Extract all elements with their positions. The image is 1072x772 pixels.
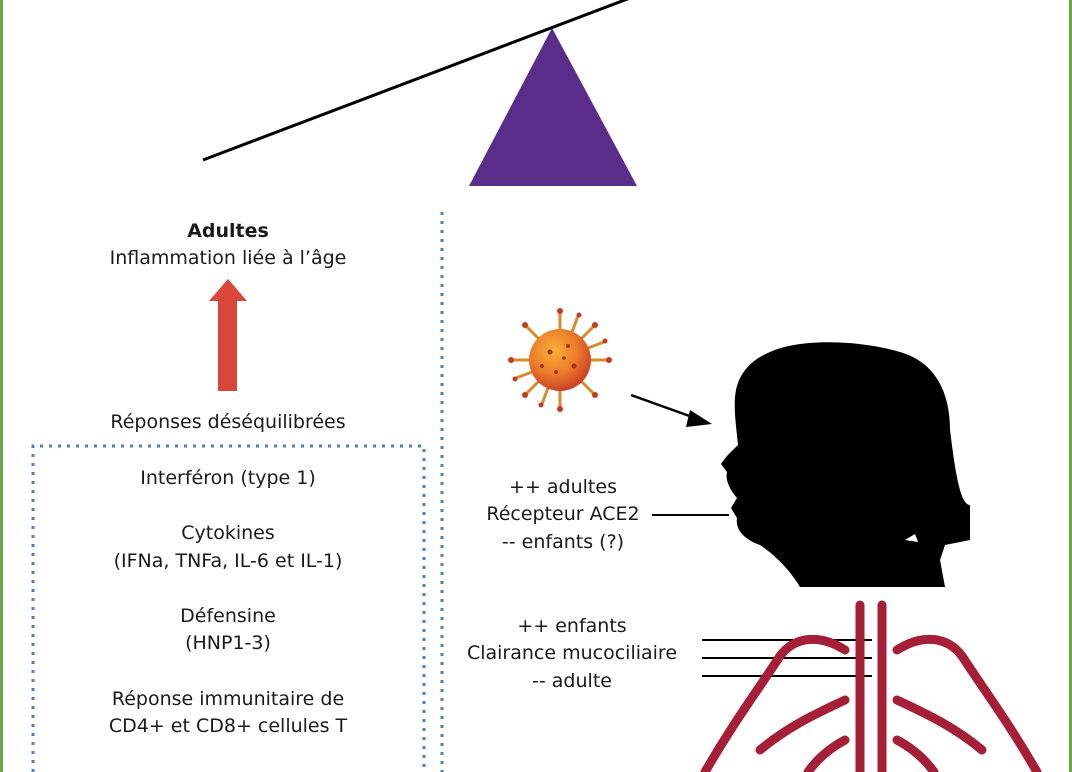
age-inflammation-label: Inflammation liée à l’âge [109, 247, 347, 269]
responses-box [31, 444, 426, 772]
responses-title: Réponses déséquilibrées [110, 411, 346, 433]
box-item-cytokines: Cytokines [181, 522, 275, 544]
clearance-adult-label: -- adulte [532, 670, 612, 692]
adults-heading: Adultes [187, 220, 269, 242]
virus-icon [508, 308, 612, 412]
lungs-icon [700, 600, 1042, 772]
fulcrum-triangle [469, 28, 637, 186]
ace2-children-label: -- enfants (?) [501, 531, 625, 553]
box-item-interferon: Interféron (type 1) [140, 467, 316, 489]
box-item-immune-response: Réponse immunitaire de [111, 688, 345, 710]
clearance-title-label: Clairance mucociliaire [466, 642, 678, 664]
head-silhouette-icon [721, 342, 970, 587]
clearance-children-label: ++ enfants [517, 615, 627, 637]
box-item-t-cells: CD4+ et CD8+ cellules T [108, 715, 348, 737]
seesaw-beam [202, 0, 629, 162]
box-item-defensine: Défensine [180, 605, 276, 627]
box-item-cytokines-list: (IFNa, TNFa, IL-6 et IL-1) [113, 550, 343, 572]
frame-right-border [1069, 0, 1072, 772]
ace2-adults-label: ++ adultes [509, 476, 617, 498]
up-arrow-icon [209, 279, 247, 391]
box-item-hnp: (HNP1-3) [185, 632, 271, 654]
infection-arrow-icon [630, 393, 712, 427]
frame-left-border [0, 0, 3, 772]
ace2-receptor-label: Récepteur ACE2 [486, 503, 640, 525]
